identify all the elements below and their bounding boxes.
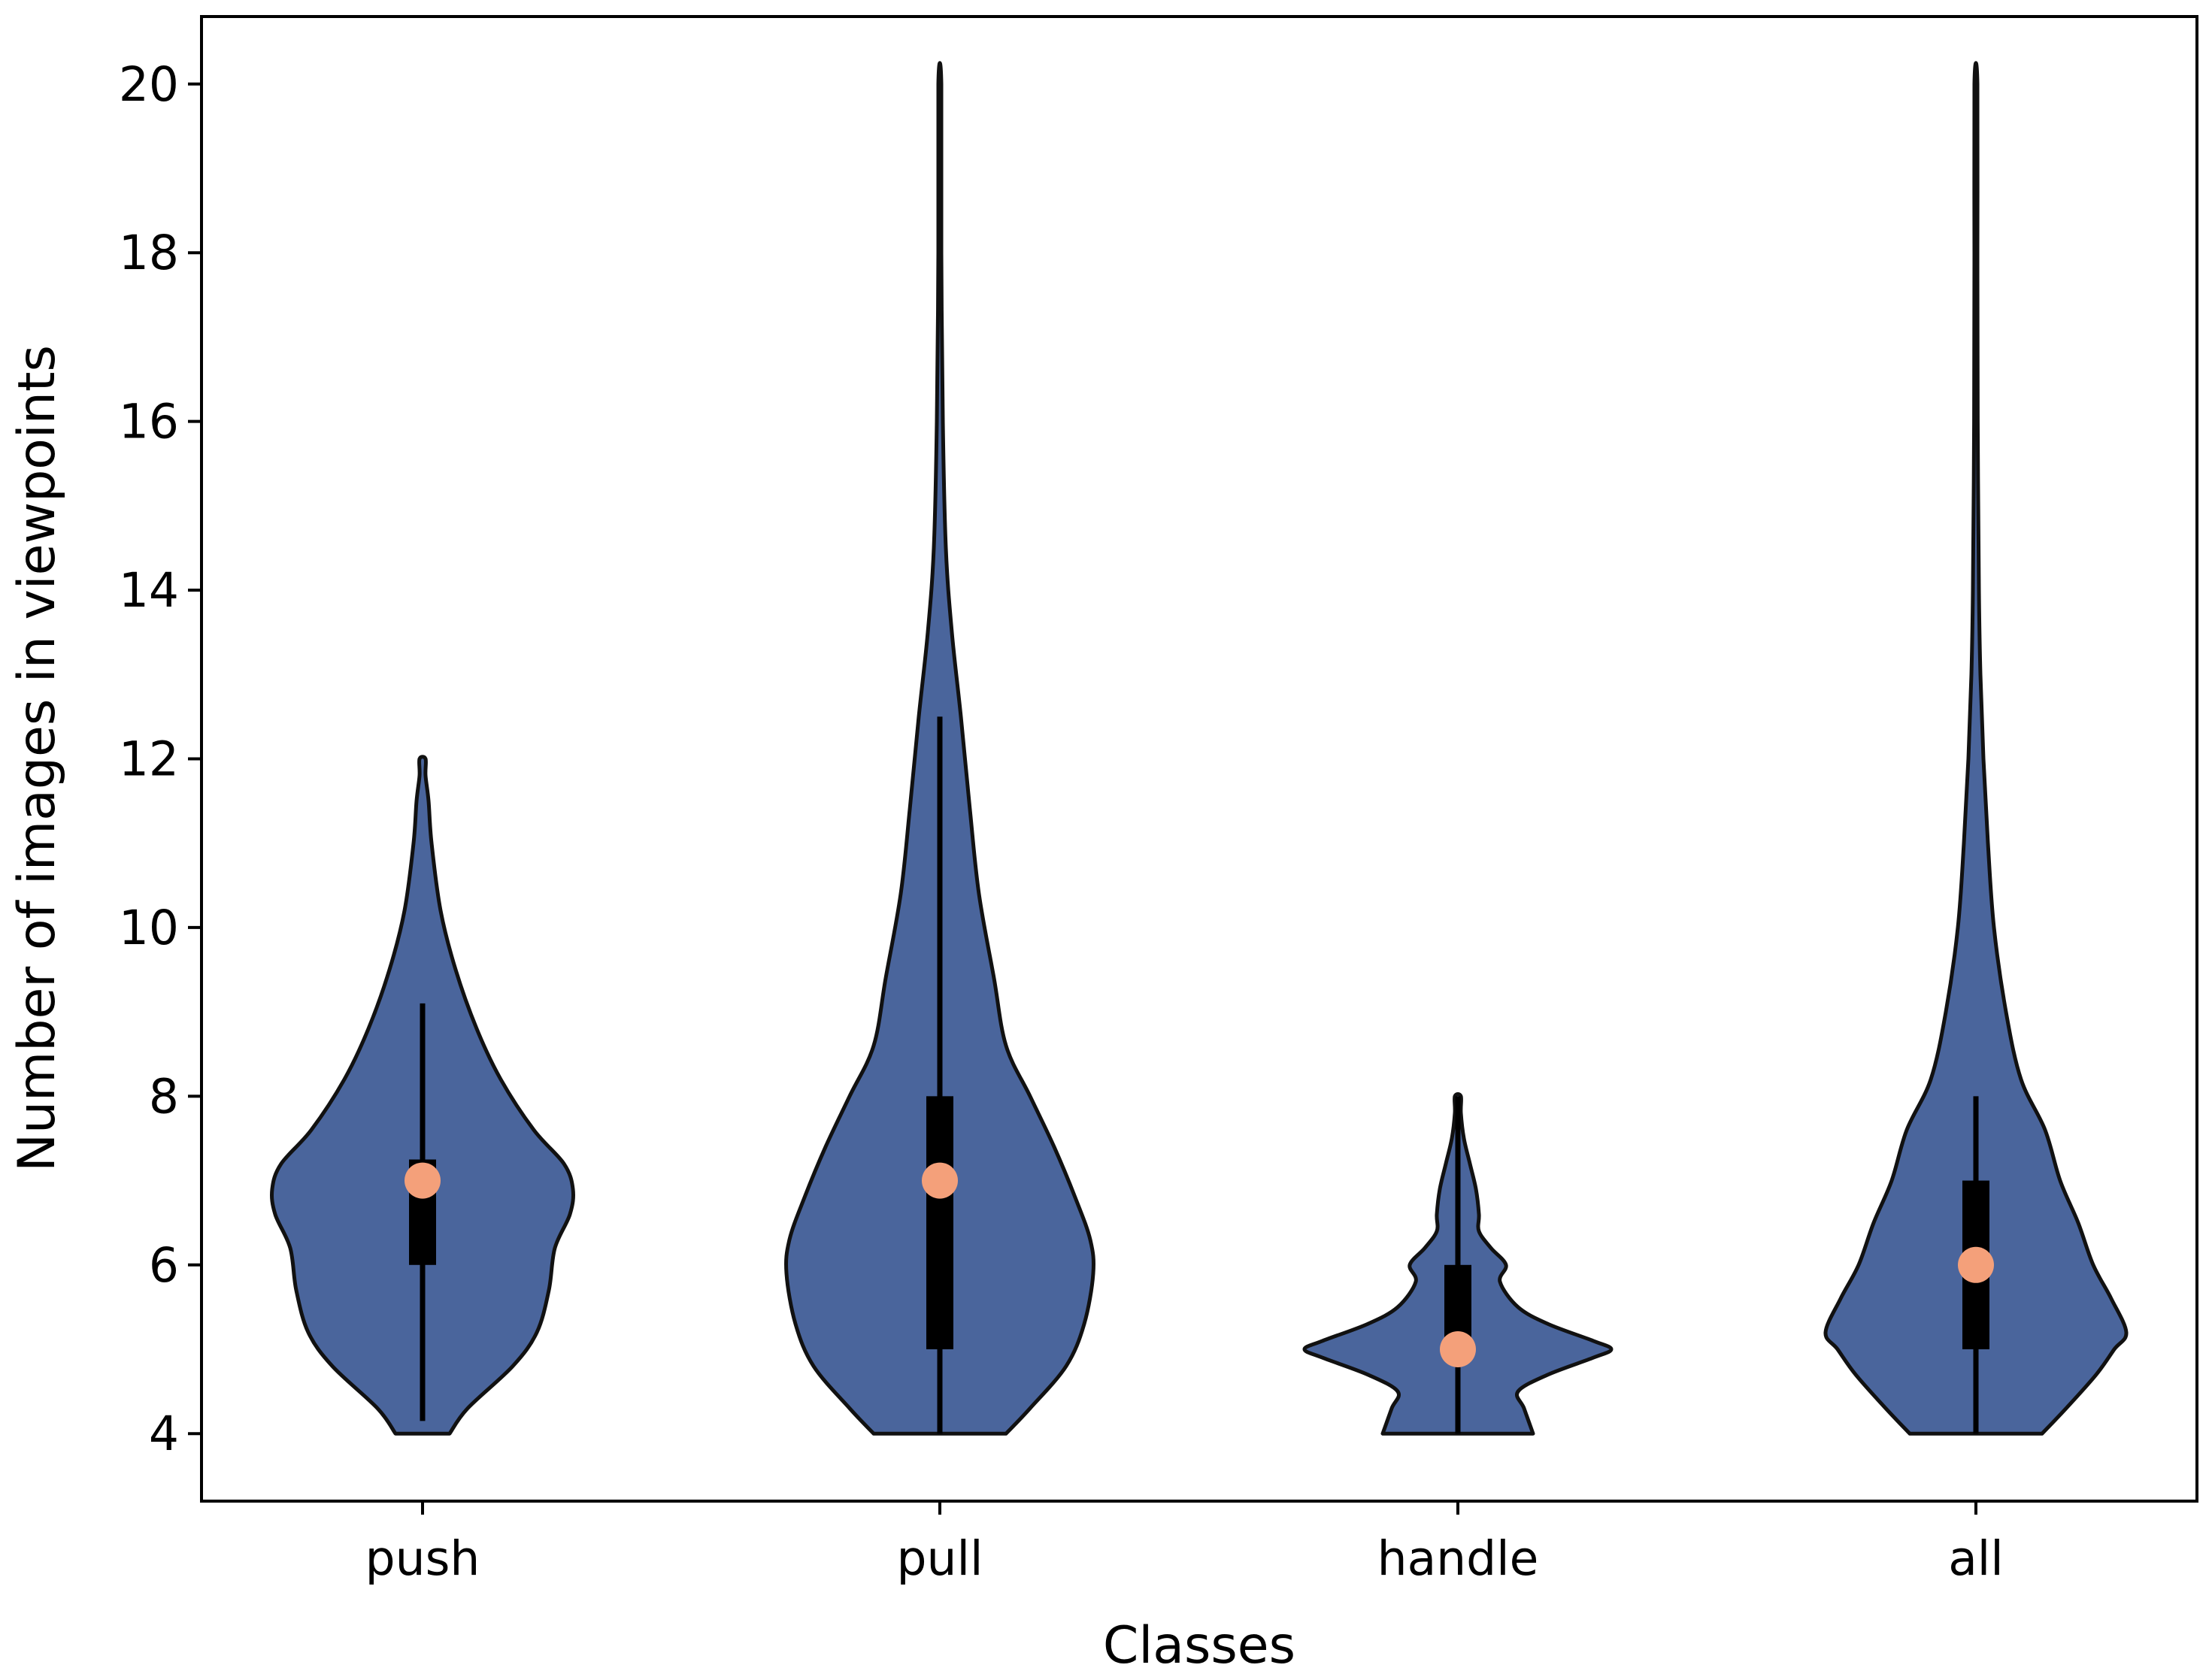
y-tick-label: 12 [119,732,179,787]
x-axis: push pull handle all [365,1501,2004,1586]
y-tick-label: 16 [119,395,179,450]
x-tick-label-push: push [365,1531,480,1586]
x-tick-label-pull: pull [897,1531,983,1586]
median-dot-all [1958,1246,1994,1283]
x-tick-label-all: all [1948,1531,2004,1586]
y-tick-label: 20 [119,57,179,112]
iqr-box-pull [926,1096,953,1350]
violin-all [1823,61,2129,1436]
y-tick-label: 4 [149,1406,179,1461]
y-tick-label: 8 [149,1069,179,1124]
x-tick-label-handle: handle [1377,1531,1539,1586]
x-axis-label: Classes [1103,1616,1295,1674]
median-dot-push [405,1162,441,1199]
violin-push [270,755,575,1436]
y-axis: 4 6 8 10 12 14 16 18 20 [119,57,202,1461]
y-tick-label: 10 [119,901,179,955]
violins-group [270,61,2129,1436]
median-dot-handle [1440,1331,1476,1368]
y-tick-label: 14 [119,563,179,618]
plot-frame [200,15,2198,1503]
violin-body-all [1823,61,2129,1436]
median-dot-pull [922,1162,958,1199]
y-tick-label: 18 [119,226,179,280]
y-tick-label: 6 [149,1238,179,1293]
violin-pull [784,61,1095,1436]
y-axis-label: Number of images in viewpoints [8,345,67,1172]
violin-handle [1302,1092,1614,1436]
